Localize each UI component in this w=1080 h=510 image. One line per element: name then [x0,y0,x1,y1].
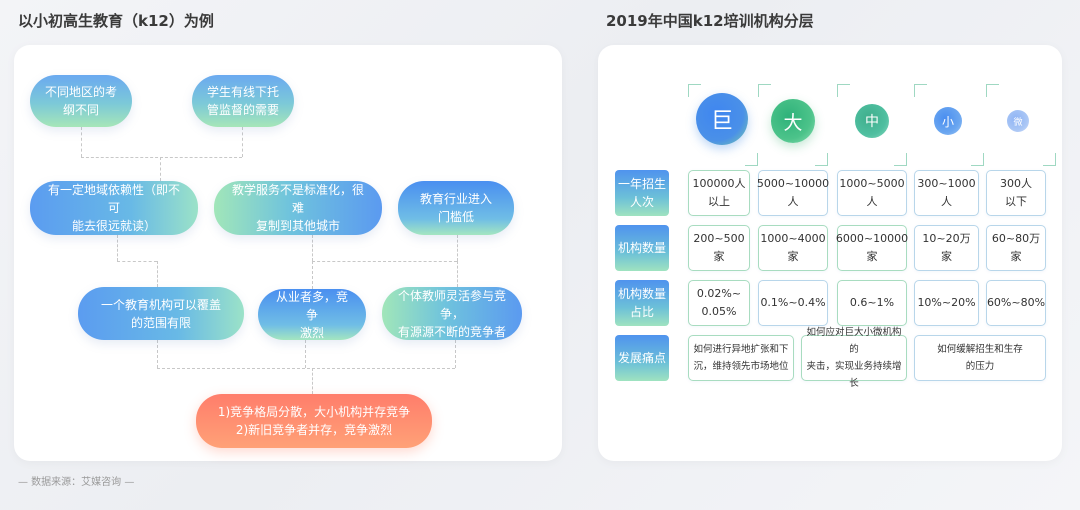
connector [117,235,118,261]
tier-circle-large: 大 [771,99,815,143]
tier-circle-medium: 中 [855,104,889,138]
table-cell: 60%~80% [986,280,1046,326]
tier-bracket [914,84,984,166]
connector [81,127,82,157]
conclusion-pill: 1)竞争格局分散，大小机构并存竞争 2)新旧竞争者并存，竞争激烈 [196,394,432,448]
row-label-share: 机构数量 占比 [615,280,669,326]
factor-pill: 一个教育机构可以覆盖 的范围有限 [78,287,244,340]
connector [312,235,313,261]
table-cell: 1000~5000 人 [837,170,907,216]
row-label-enrollment: 一年招生 人次 [615,170,669,216]
table-cell: 60~80万 家 [986,225,1046,271]
table-cell: 6000~10000 家 [836,225,908,271]
connector [312,368,313,394]
connector [457,261,458,287]
connector [242,127,243,157]
row-label-pain: 发展痛点 [615,335,669,381]
left-panel-title: 以小初高生教育（k12）为例 [18,12,214,30]
table-cell: 10%~20% [914,280,979,326]
connector [312,261,313,289]
connector [160,157,161,181]
connector [457,235,458,261]
table-cell: 0.6~1% [837,280,907,326]
factor-pill: 不同地区的考 纲不同 [30,75,132,127]
connector [81,157,242,158]
tier-circle-small: 小 [934,107,962,135]
factor-pill: 个体教师灵活参与竞争， 有源源不断的竞争者 [382,287,522,340]
factor-pill: 教育行业进入 门槛低 [398,181,514,235]
table-cell: 300人 以下 [986,170,1046,216]
connector [305,340,306,368]
tier-bracket [986,84,1056,166]
right-panel [598,45,1062,461]
table-cell: 10~20万 家 [914,225,979,271]
right-panel-title: 2019年中国k12培训机构分层 [606,12,814,30]
connector [157,368,455,369]
tier-bracket [758,84,828,166]
table-cell: 0.1%~0.4% [758,280,828,326]
row-label-count: 机构数量 [615,225,669,271]
factor-pill: 学生有线下托 管监督的需要 [192,75,294,127]
factor-pill: 从业者多，竞争 激烈 [258,289,366,340]
table-cell: 如何应对巨大小微机构的 夹击，实现业务持续增长 [801,327,907,389]
table-cell: 0.02%~ 0.05% [688,280,750,326]
connector [117,261,157,262]
factor-pill: 有一定地域依赖性（即不可 能去很远就读） [30,181,198,235]
tier-bracket [688,84,758,166]
connector [157,261,158,287]
connector [312,261,457,262]
table-cell: 5000~10000 人 [757,170,829,216]
table-cell: 100000人 以上 [688,170,750,216]
connector [455,340,456,368]
tier-circle-micro: 微 [1007,110,1029,132]
connector [157,340,158,368]
table-cell: 如何进行异地扩张和下 沉，维持领先市场地位 [688,335,794,381]
table-cell: 1000~4000 家 [758,225,828,271]
data-source: — 数据来源：艾媒咨询 — [18,477,135,488]
table-cell: 如何缓解招生和生存 的压力 [914,335,1046,381]
tier-circle-giant: 巨 [696,93,748,145]
table-cell: 300~1000 人 [914,170,979,216]
factor-pill: 教学服务不是标准化，很难 复制到其他城市 [214,181,382,235]
table-cell: 200~500 家 [688,225,750,271]
tier-bracket [837,84,907,166]
